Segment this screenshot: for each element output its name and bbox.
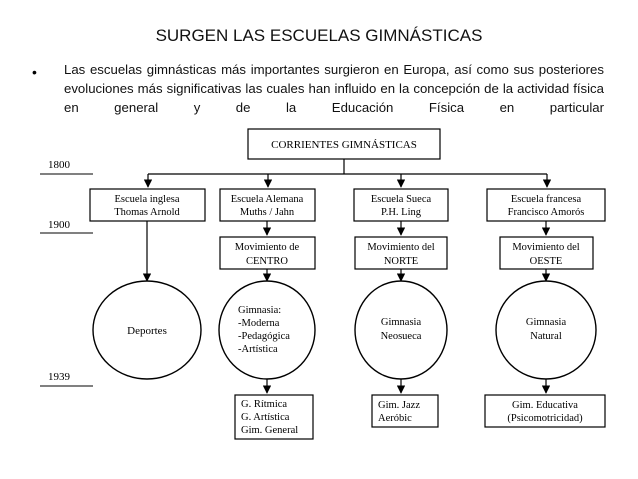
school-label-line1: Escuela Alemana [231, 194, 304, 205]
bullet-text: Las escuelas gimnásticas más importantes… [64, 62, 604, 115]
circle-shape [495, 280, 597, 380]
year-label-1900: 1900 [48, 219, 71, 231]
movement-label-line2: OESTE [530, 256, 563, 267]
root-node: CORRIENTES GIMNÁSTICAS [247, 128, 441, 160]
circle-shape [92, 280, 202, 380]
movement-norte: Movimiento del NORTE [354, 236, 448, 270]
outcome-ritmica: G. Rítmica G. Artística Gim. General [234, 394, 314, 440]
school-label-line2: Francisco Amorós [508, 207, 585, 218]
outcome-label-line1: Gim. Educativa [512, 400, 578, 411]
outcome-connectors [262, 379, 551, 394]
school-connectors [142, 221, 551, 282]
circle-natural: Gimnasia Natural [495, 280, 597, 380]
outcome-box [371, 394, 439, 428]
outcome-label-line1: G. Rítmica [241, 399, 287, 410]
bullet-icon: • [32, 64, 37, 80]
circle-shape [354, 280, 448, 380]
root-label: CORRIENTES GIMNÁSTICAS [271, 139, 417, 151]
movement-connectors [262, 269, 551, 282]
movement-label-line2: NORTE [384, 256, 418, 267]
outcome-label-line2: (Psicomotricidad) [507, 413, 583, 424]
school-francesa: Escuela francesa Francisco Amorós [486, 188, 606, 222]
school-label-line2: Thomas Arnold [114, 207, 180, 218]
circle-label-line2: Natural [530, 331, 562, 342]
circle-label-line2: -Moderna [238, 318, 280, 329]
movement-label-line2: CENTRO [246, 256, 288, 267]
root-connectors [143, 159, 552, 188]
outcome-label-line2: G. Artística [241, 412, 290, 423]
movement-box [354, 236, 448, 270]
outcome-box [484, 394, 606, 428]
circle-label-line4: -Artística [238, 344, 278, 355]
year-label-1939: 1939 [48, 371, 71, 383]
school-label-line2: P.H. Ling [381, 207, 422, 218]
outcome-label-line2: Aeróbic [378, 413, 412, 424]
circle-label-line1: Gimnasia [526, 317, 567, 328]
circle-label-line1: Gimnasia: [238, 305, 281, 316]
school-label-line1: Escuela inglesa [114, 194, 179, 205]
movement-centro: Movimiento de CENTRO [219, 236, 316, 270]
school-sueca: Escuela Sueca P.H. Ling [353, 188, 449, 222]
circle-neosueca: Gimnasia Neosueca [354, 280, 448, 380]
school-label-line2: Muths / Jahn [240, 207, 295, 218]
outcome-label-line1: Gim. Jazz [378, 400, 420, 411]
circle-label-line3: -Pedagógica [238, 331, 290, 342]
circle-label-line1: Deportes [127, 325, 167, 337]
school-label-line1: Escuela Sueca [371, 194, 432, 205]
movement-label-line1: Movimiento del [367, 242, 434, 253]
root-box [247, 128, 441, 160]
school-inglesa: Escuela inglesa Thomas Arnold [89, 188, 206, 222]
school-box [486, 188, 606, 222]
school-alemana: Escuela Alemana Muths / Jahn [219, 188, 316, 222]
outcome-label-line3: Gim. General [241, 425, 298, 436]
circle-label-line2: Neosueca [381, 331, 422, 342]
outcome-box [234, 394, 314, 440]
year-label-1800: 1800 [48, 159, 71, 171]
movement-box [499, 236, 594, 270]
outcome-jazz: Gim. Jazz Aeróbic [371, 394, 439, 428]
school-box [353, 188, 449, 222]
movement-label-line1: Movimiento de [235, 242, 300, 253]
slide-title: SURGEN LAS ESCUELAS GIMNÁSTICAS [155, 26, 483, 45]
circle-shape [218, 280, 316, 380]
outcome-educativa: Gim. Educativa (Psicomotricidad) [484, 394, 606, 428]
timeline: 1800 1900 1939 [40, 159, 93, 387]
circle-label-line1: Gimnasia [381, 317, 422, 328]
circle-gimnasia: Gimnasia: -Moderna -Pedagógica -Artístic… [218, 280, 316, 380]
movement-label-line1: Movimiento del [512, 242, 579, 253]
school-label-line1: Escuela francesa [511, 194, 582, 205]
circle-deportes: Deportes [92, 280, 202, 380]
movement-oeste: Movimiento del OESTE [499, 236, 594, 270]
